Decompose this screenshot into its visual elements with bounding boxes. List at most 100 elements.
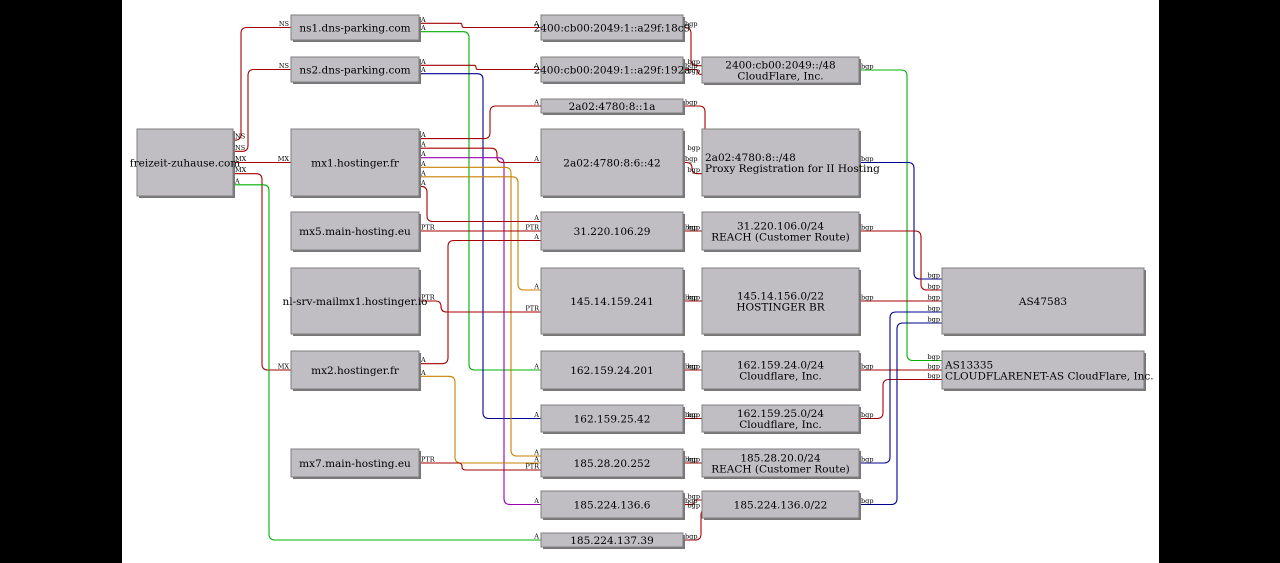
edge-label-tail: bgp (685, 62, 697, 70)
graph-edge-pfx1-as2: bgp bgp (859, 63, 942, 362)
node-box (701, 350, 860, 390)
node-box (540, 350, 684, 390)
edge-label-head: bgp (688, 502, 700, 510)
node-label: ns1.dns-parking.com (299, 23, 410, 35)
graph-edge-ns2-ip6b: AA (419, 58, 541, 71)
node-label: mx5.main-hosting.eu (299, 226, 411, 238)
node-box (290, 350, 420, 390)
node-box (701, 404, 860, 433)
edge-label-tail: bgp (861, 155, 873, 163)
edge-label-tail: A (420, 160, 426, 168)
edge-label-head: A (533, 99, 539, 107)
graph-node-mx7: mx7.main-hosting.eu (290, 448, 421, 479)
graph-edge-pfx2-as1: bgp bgp (859, 155, 942, 280)
node-label: Cloudflare, Inc. (739, 371, 822, 383)
node-label: 185.224.137.39 (570, 535, 654, 547)
edge-line (233, 173, 291, 371)
edge-line (419, 176, 541, 291)
node-box (290, 211, 420, 251)
edge-label-tail: bgp (861, 63, 873, 71)
node-label: 2400:cb00:2049:1::a29f:192a (533, 65, 690, 77)
node-box (540, 532, 684, 548)
edge-label-head: A (533, 456, 539, 464)
graph-edge-ns2-ip4d: AA (419, 66, 541, 420)
edge-label-tail: bgp (861, 224, 873, 232)
edge-label-head: A (533, 533, 539, 541)
node-box (701, 211, 860, 251)
edge-line (419, 157, 541, 506)
node-box (540, 128, 684, 197)
graph-node-ip6c: 2a02:4780:8::1a (540, 98, 685, 115)
graph-node-nlsrv: nl-srv-mailmx1.hostinger.io (282, 267, 428, 336)
node-box (540, 448, 684, 478)
edge-line (233, 184, 541, 541)
graph-node-ip6b: 2400:cb00:2049:1::a29f:192a (533, 56, 691, 84)
graph-node-domain: freizeit-zuhause.com (130, 128, 240, 198)
node-box (540, 98, 684, 114)
graph-node-ns1: ns1.dns-parking.com (290, 14, 421, 42)
edge-label-tail: bgp (861, 363, 873, 371)
graph-edge-mx2-ip4e: AA (419, 369, 541, 464)
node-label: 31.220.106.0/24 (737, 221, 824, 233)
edge-line (859, 322, 942, 506)
node-label: CloudFlare, Inc. (737, 71, 823, 83)
graph-edge-mx1-ip4e: AA (419, 160, 541, 457)
edge-label-head: NS (279, 62, 289, 70)
edge-label-tail: bgp (685, 363, 697, 371)
edge-label-head: bgp (928, 305, 940, 313)
node-box (290, 14, 420, 41)
edge-label-tail: bgp (685, 294, 697, 302)
node-box (540, 14, 684, 41)
graph-node-ip4b: 145.14.159.241 (540, 267, 685, 336)
edge-label-head: bgp (688, 166, 700, 174)
edge-label-tail: bgp (685, 497, 697, 505)
edge-label-tail: PTR (421, 224, 436, 232)
edge-label-tail: A (420, 131, 426, 139)
node-label: AS47583 (1018, 296, 1067, 308)
graph-edge-mx1-ip4b: AA (419, 169, 541, 291)
edge-label-head: bgp (688, 58, 700, 66)
edge-label-head: PTR (525, 305, 540, 313)
node-label: 185.224.136.0/22 (734, 500, 828, 512)
node-label: AS13335 (944, 360, 993, 372)
edge-label-tail: bgp (685, 224, 697, 232)
edge-line (683, 26, 702, 67)
node-box (941, 267, 1145, 335)
edge-line (859, 378, 942, 420)
node-box (290, 56, 420, 83)
node-box (701, 490, 860, 519)
edge-label-head: bgp (688, 493, 700, 501)
edge-label-head: bgp (688, 224, 700, 232)
node-label: nl-srv-mailmx1.hostinger.io (282, 296, 427, 308)
node-box (540, 211, 684, 251)
edge-line (419, 147, 541, 164)
node-label: 162.159.25.0/24 (737, 408, 824, 420)
edge-label-tail: A (420, 24, 426, 32)
edge-label-head: A (533, 497, 539, 505)
node-box (290, 448, 420, 478)
node-label: CLOUDFLARENET-AS CloudFlare, Inc. (945, 371, 1154, 383)
graph-node-ip4d: 162.159.25.42 (540, 404, 685, 434)
edge-label-tail: MX (235, 155, 247, 163)
node-box (290, 267, 420, 335)
node-label: HOSTINGER BR (736, 302, 825, 314)
edge-label-head: A (533, 214, 539, 222)
graph-node-ns2: ns2.dns-parking.com (290, 56, 421, 84)
edge-label-head: bgp (928, 316, 940, 324)
edge-line (859, 161, 942, 280)
edge-line (683, 68, 702, 75)
node-box (540, 404, 684, 433)
graph-edge-ns1-ip6a: AA (419, 16, 541, 29)
node-label: 2a02:4780:8:6::42 (563, 158, 660, 170)
